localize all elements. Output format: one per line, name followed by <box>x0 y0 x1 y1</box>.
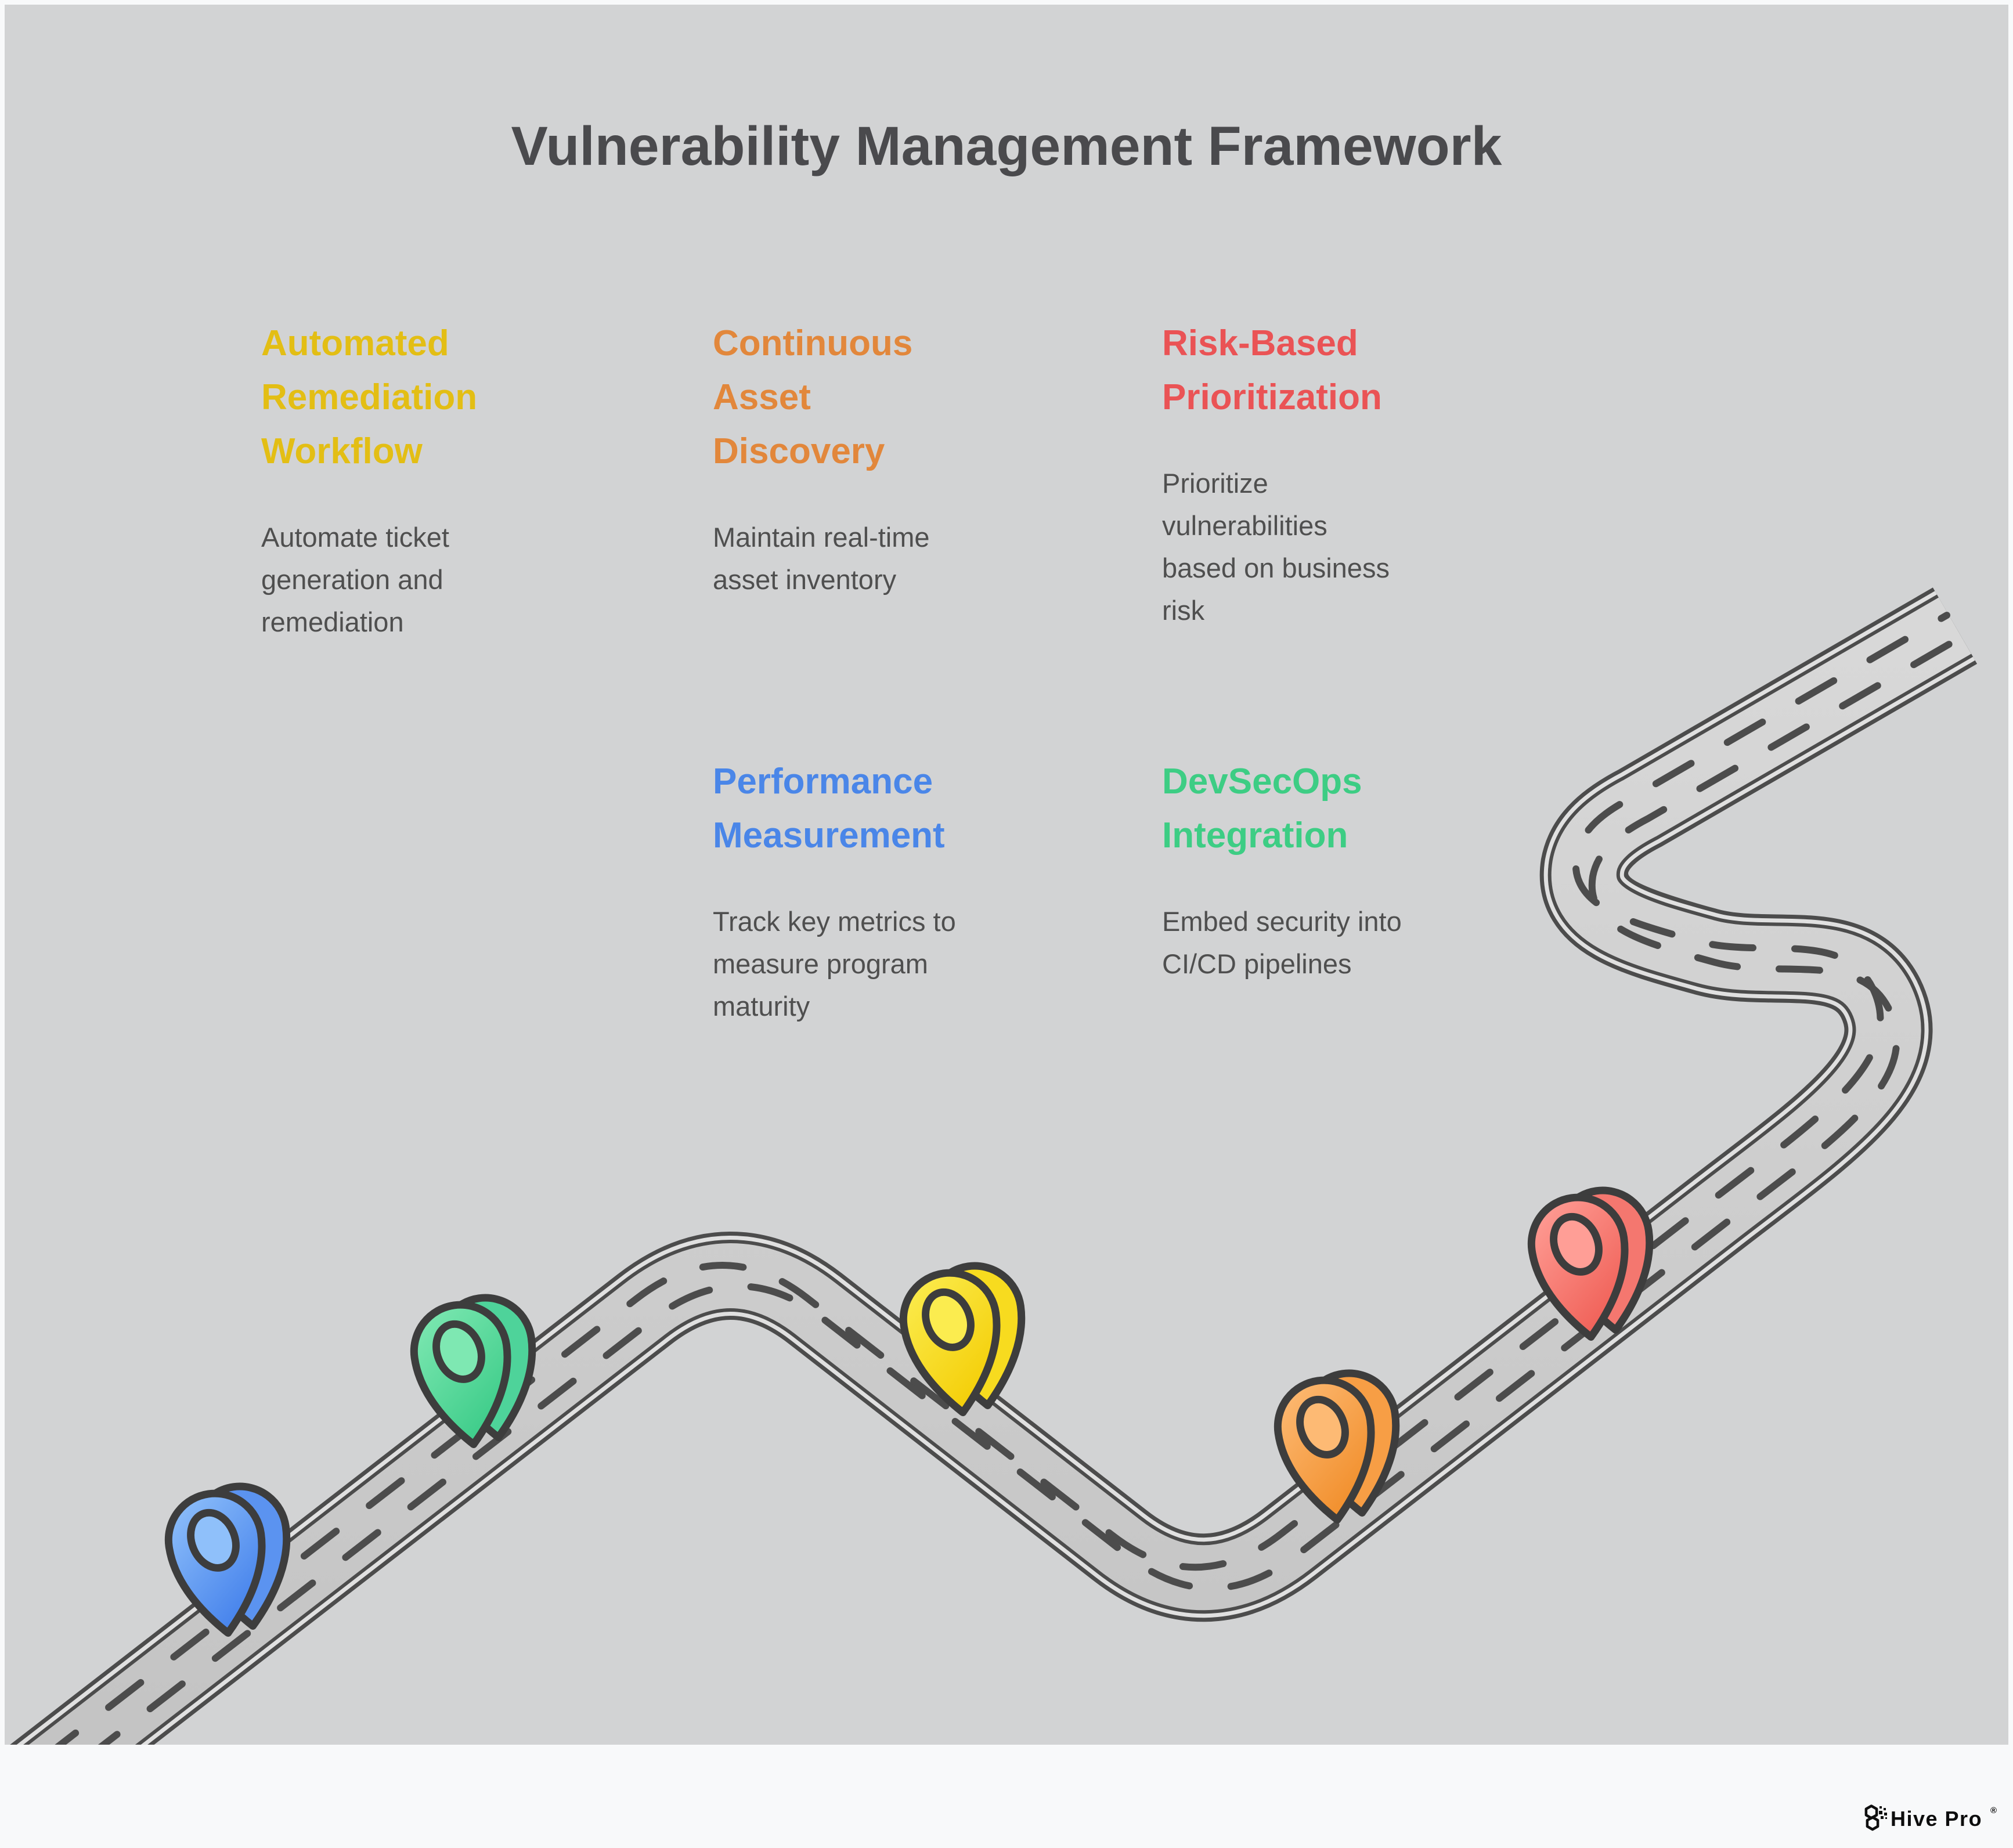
section-continuous-asset-discovery: Continuous Asset Discovery Maintain real… <box>713 316 986 601</box>
section-description: Track key metrics to measure program mat… <box>713 906 956 1022</box>
location-pin-icon-orange <box>1274 1369 1400 1524</box>
section-devsecops-integration: DevSecOps Integration Embed security int… <box>1162 755 1452 986</box>
winding-road <box>10 587 1978 1745</box>
lane-dash-line <box>98 633 1967 1745</box>
page-title: Vulnerability Management Framework <box>511 116 1502 177</box>
section-performance-measurement: Performance Measurement Track key metric… <box>713 755 1003 1028</box>
section-risk-based-prioritization: Risk-Based Prioritization Prioritize vul… <box>1162 316 1487 631</box>
section-description: Prioritize vulnerabilities based on busi… <box>1162 468 1390 626</box>
section-automated-remediation-workflow: Automated Remediation Workflow Automate … <box>261 316 563 644</box>
lane-dash-line <box>55 612 1950 1745</box>
section-heading: Automated Remediation Workflow <box>261 323 478 471</box>
location-pin-icon-red <box>1527 1186 1654 1341</box>
milestone-pins <box>164 1186 1654 1637</box>
section-heading: Risk-Based Prioritization <box>1162 323 1382 417</box>
location-pin-icon-yellow <box>899 1262 1026 1417</box>
section-description: Maintain real-time asset inventory <box>713 522 930 595</box>
section-description: Embed security into CI/CD pipelines <box>1162 906 1402 979</box>
section-heading: DevSecOps Integration <box>1162 761 1362 856</box>
location-pin-icon-green <box>410 1294 536 1449</box>
section-description: Automate ticket generation and remediati… <box>261 522 449 637</box>
honeycomb-icon <box>1864 1804 1887 1831</box>
location-pin-icon-blue <box>164 1482 291 1637</box>
registered-trademark-icon: ® <box>1990 1806 1997 1815</box>
logo-wordmark: Hive Pro <box>1891 1807 1982 1831</box>
section-heading: Performance Measurement <box>713 761 945 856</box>
section-heading: Continuous Asset Discovery <box>713 323 913 471</box>
hivepro-logo: Hive Pro ® <box>1864 1804 1997 1831</box>
